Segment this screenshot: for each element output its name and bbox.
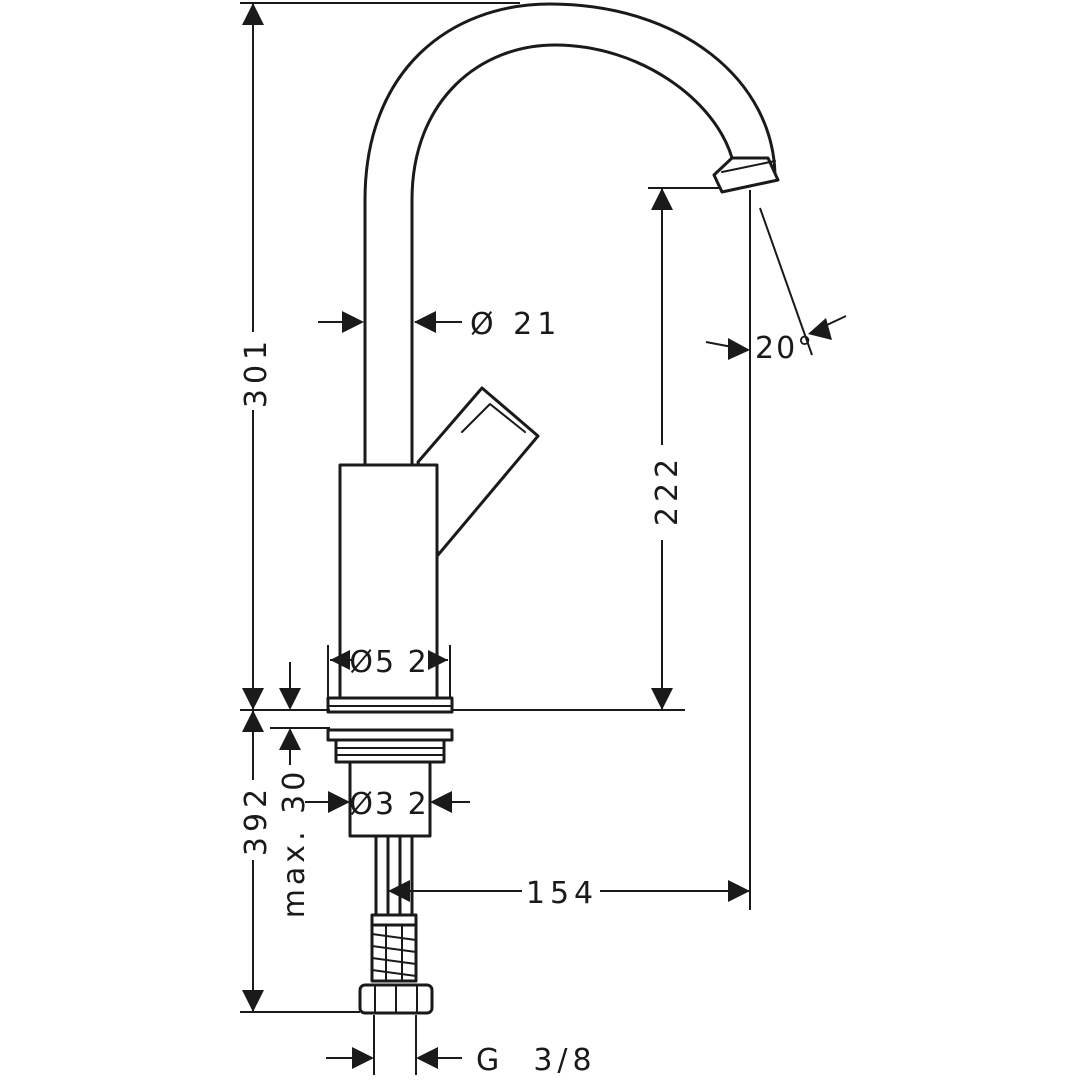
- dimension-label-shank-diameter: Ø3 2: [349, 787, 428, 822]
- spout-inner-curve: [410, 43, 734, 465]
- dimension-shank-length: 392: [239, 710, 274, 1012]
- dimension-mounting-thickness: max. 30: [277, 662, 312, 918]
- dimension-label-mounting-thickness: max. 30: [277, 768, 312, 919]
- dimension-spout-height: 222: [650, 188, 685, 710]
- extension-lines: [240, 2, 813, 1075]
- faucet-outline: [326, 2, 780, 1015]
- dimension-connection-thread: G 3/8: [326, 1043, 597, 1078]
- faucet-body: [338, 463, 439, 701]
- dimension-spout-diameter: Ø 21: [318, 307, 561, 342]
- dimension-shank-diameter: Ø3 2: [305, 787, 470, 822]
- dimension-body-diameter: Ø5 2: [330, 645, 448, 680]
- dimension-label-spout-angle: 20°: [755, 331, 814, 366]
- spout-outer-curve: [363, 2, 777, 465]
- dimension-spout-reach: 154: [388, 876, 750, 911]
- dimension-label-spout-diameter: Ø 21: [470, 307, 561, 342]
- dimension-overall-height: 301: [239, 3, 274, 710]
- dimension-label-connection-thread: G 3/8: [476, 1043, 597, 1078]
- mounting-nut: [334, 738, 446, 764]
- shank: [348, 760, 432, 838]
- dimension-label-body-diameter: Ø5 2: [349, 645, 428, 680]
- spout-nozzle: [712, 156, 780, 194]
- dimension-label-spout-height: 222: [650, 454, 685, 526]
- dimension-label-spout-reach: 154: [526, 876, 598, 911]
- dimension-label-shank-length: 392: [239, 784, 274, 856]
- supply-hoses: [358, 836, 434, 1015]
- dimension-label-overall-height: 301: [239, 336, 274, 408]
- dimension-spout-angle: 20°: [705, 315, 847, 366]
